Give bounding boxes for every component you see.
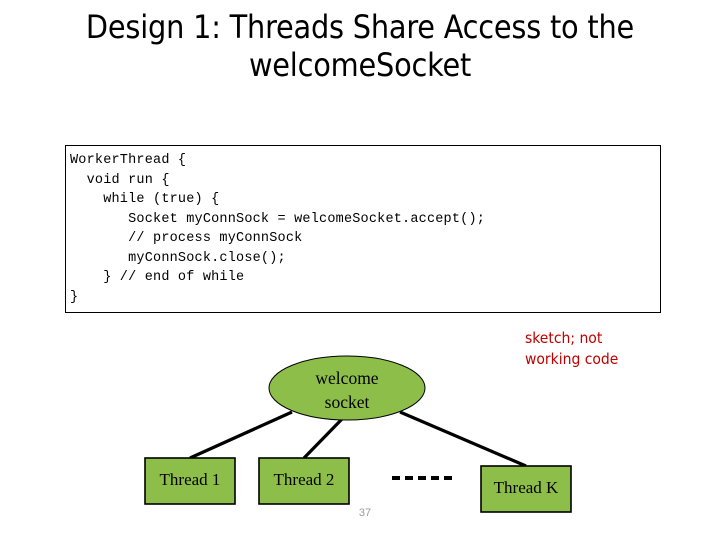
welcome-socket-label-line2: socket <box>325 392 370 412</box>
thread-sharing-diagram: welcome socket Thread 1 Thread 2 Thread … <box>0 330 720 530</box>
thread-box-k <box>480 465 572 513</box>
thread-box-1-label: Thread 1 <box>160 470 221 489</box>
code-snippet-text: WorkerThread { void run { while (true) {… <box>70 153 486 305</box>
code-block: WorkerThread { void run { while (true) {… <box>65 145 661 313</box>
welcome-socket-node <box>268 355 426 421</box>
connector-ellipse-to-thread-k <box>399 410 527 468</box>
welcome-socket-label-line1: welcome <box>315 368 378 388</box>
connector-ellipse-to-thread-1 <box>189 410 293 460</box>
thread-box-k-label: Thread K <box>494 478 559 497</box>
sketch-annotation: sketch; not working code <box>525 329 619 368</box>
thread-box-2-label: Thread 2 <box>274 470 335 489</box>
thread-box-2 <box>258 457 350 505</box>
connector-ellipse-to-thread-2 <box>302 416 345 460</box>
slide-page-number: 37 <box>358 507 372 519</box>
thread-box-1 <box>144 457 236 505</box>
page-title: Design 1: Threads Share Access to the we… <box>85 8 635 84</box>
